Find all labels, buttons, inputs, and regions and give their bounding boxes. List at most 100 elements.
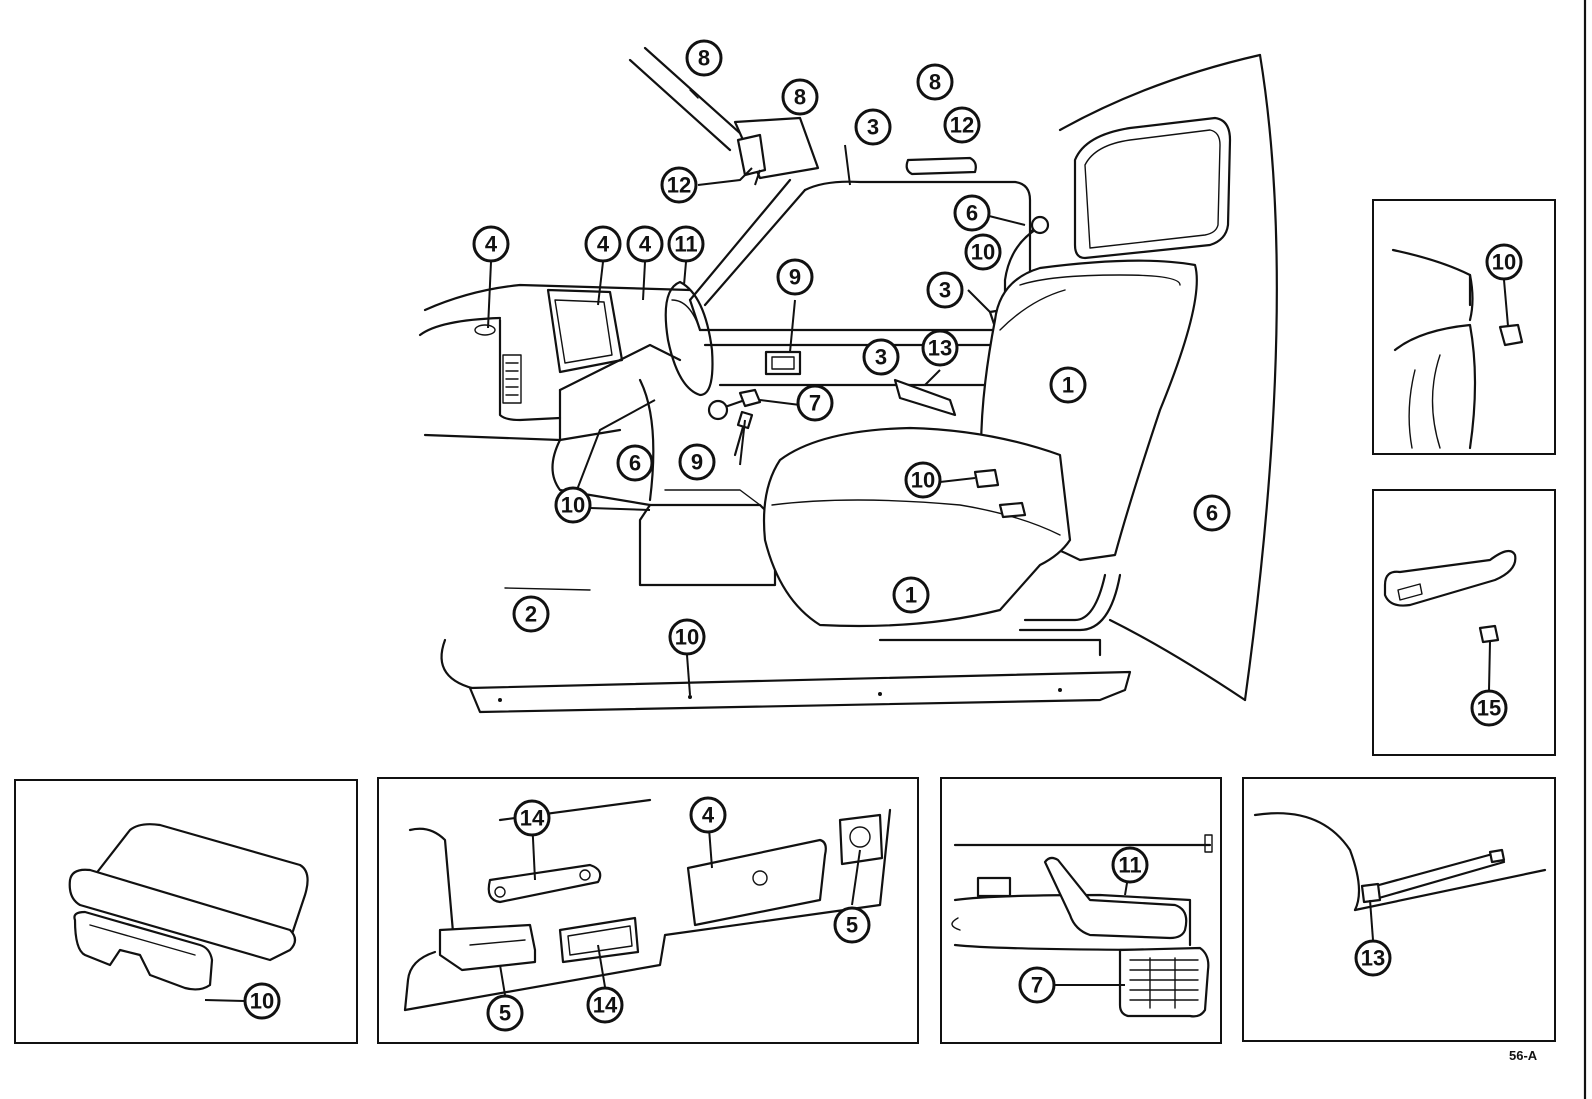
inset-bench-seat-frame [14,779,358,1044]
callout-3-pillar: 3 [926,271,964,309]
callout-10-inset-belt: 10 [1485,243,1523,281]
svg-text:9: 9 [789,265,801,290]
callout-3-roof: 3 [854,108,892,146]
svg-text:11: 11 [674,232,697,257]
svg-text:5: 5 [499,1001,511,1026]
inset-instrument-panel-frame [377,777,919,1044]
callout-11-armrest: 11 [1111,846,1149,884]
svg-text:13: 13 [928,336,952,361]
trim-plate-upper [487,863,602,904]
svg-text:8: 8 [794,85,806,110]
svg-text:10: 10 [675,625,699,650]
callout-1-seat-back: 1 [1049,366,1087,404]
glove-box-door [686,838,827,927]
callout-12-mirror: 12 [660,166,698,204]
callout-7-speaker: 7 [1018,966,1056,1004]
inset-seat-belt-frame [1372,199,1556,455]
callout-6-back-panel: 6 [1193,494,1231,532]
seat-belt-guide [1498,323,1524,347]
svg-text:4: 4 [485,232,498,257]
svg-text:14: 14 [520,806,545,831]
svg-text:12: 12 [950,113,974,138]
trim-plate-lower [558,916,640,964]
svg-text:6: 6 [966,201,978,226]
inset-bench-seat [68,823,309,991]
callout-5-vent: 5 [833,906,871,944]
callout-2-floor: 2 [512,595,550,633]
inset-instrument-panel [403,798,892,1012]
svg-text:13: 13 [1361,946,1385,971]
svg-text:1: 1 [905,583,917,608]
callout-10-sill: 10 [668,618,706,656]
svg-text:12: 12 [667,173,691,198]
svg-text:10: 10 [561,493,585,518]
door-armrest [1043,856,1188,940]
callout-1-cushion: 1 [892,576,930,614]
callout-10-buckle: 10 [904,461,942,499]
door-sill-scuff-plate [468,670,1132,714]
svg-text:3: 3 [939,278,951,303]
door-speaker-grille [1118,946,1210,1018]
callout-8-visor-top: 8 [685,39,723,77]
shift-knob [707,399,729,421]
svg-text:4: 4 [597,232,610,257]
svg-text:8: 8 [698,46,710,71]
svg-text:14: 14 [593,993,618,1018]
inset-door-panel-frame [940,777,1222,1044]
callout-4-glove-box: 4 [689,796,727,834]
callout-11-wheel: 11 [667,225,705,263]
callout-14-upper-trim: 14 [513,799,551,837]
power-window-switch [764,350,802,376]
inset-seat-belt [1391,248,1524,450]
rear-cab-window [1073,116,1232,260]
main-cab-interior-view [418,46,1278,714]
callout-4-dash-left: 4 [472,225,510,263]
svg-text:3: 3 [875,345,887,370]
svg-text:3: 3 [867,115,879,140]
steering-wheel [664,280,714,397]
svg-text:4: 4 [702,803,715,828]
door-pull-handle [893,378,957,417]
callout-13-visor-rod: 13 [1354,939,1392,977]
callout-14-lower-trim: 14 [586,986,624,1024]
callout-9-switch: 9 [776,258,814,296]
callout-6-kick: 6 [616,444,654,482]
svg-text:5: 5 [846,913,858,938]
callout-8-visor: 8 [781,78,819,116]
bench-seat-adjuster-trim [73,910,214,991]
callout-6-belt: 6 [953,194,991,232]
svg-text:4: 4 [639,232,652,257]
leader-lines [204,144,1509,1002]
svg-text:6: 6 [629,451,641,476]
svg-text:1: 1 [1062,373,1074,398]
inset-door-panel [951,834,1213,1018]
air-vent [838,813,884,866]
svg-text:6: 6 [1206,501,1218,526]
inset-grab-handle [1383,549,1517,644]
svg-text:2: 2 [525,602,537,627]
callout-10-bench: 10 [243,982,281,1020]
callout-10-belt: 10 [964,233,1002,271]
door-lock-switch [976,876,1012,898]
svg-text:10: 10 [250,989,274,1014]
callout-4-dash-right: 4 [626,225,664,263]
callout-3-door: 3 [862,338,900,376]
svg-text:10: 10 [971,240,995,265]
callout-9-shifter: 9 [678,443,716,481]
svg-text:8: 8 [929,70,941,95]
rear-view-mirror [736,133,767,177]
callout-12-roof-grip: 12 [943,106,981,144]
ashtray [438,923,537,972]
inset-grab-handle-frame [1372,489,1556,756]
grip-end-cap [1478,624,1500,644]
inset-headliner-frame [1242,777,1556,1042]
callout-bubbles: 8 8 8 12 12 3 3 3 6 10 4 4 4 11 9 13 1 7… [243,39,1523,1032]
callout-8-roof: 8 [916,63,954,101]
callout-4-cluster: 4 [584,225,622,263]
callout-15-inset-grip: 15 [1470,689,1508,727]
callout-7-shifter: 7 [796,384,834,422]
figure-code: 56-A [1509,1048,1538,1063]
svg-text:7: 7 [1031,973,1043,998]
svg-text:10: 10 [1492,250,1516,275]
